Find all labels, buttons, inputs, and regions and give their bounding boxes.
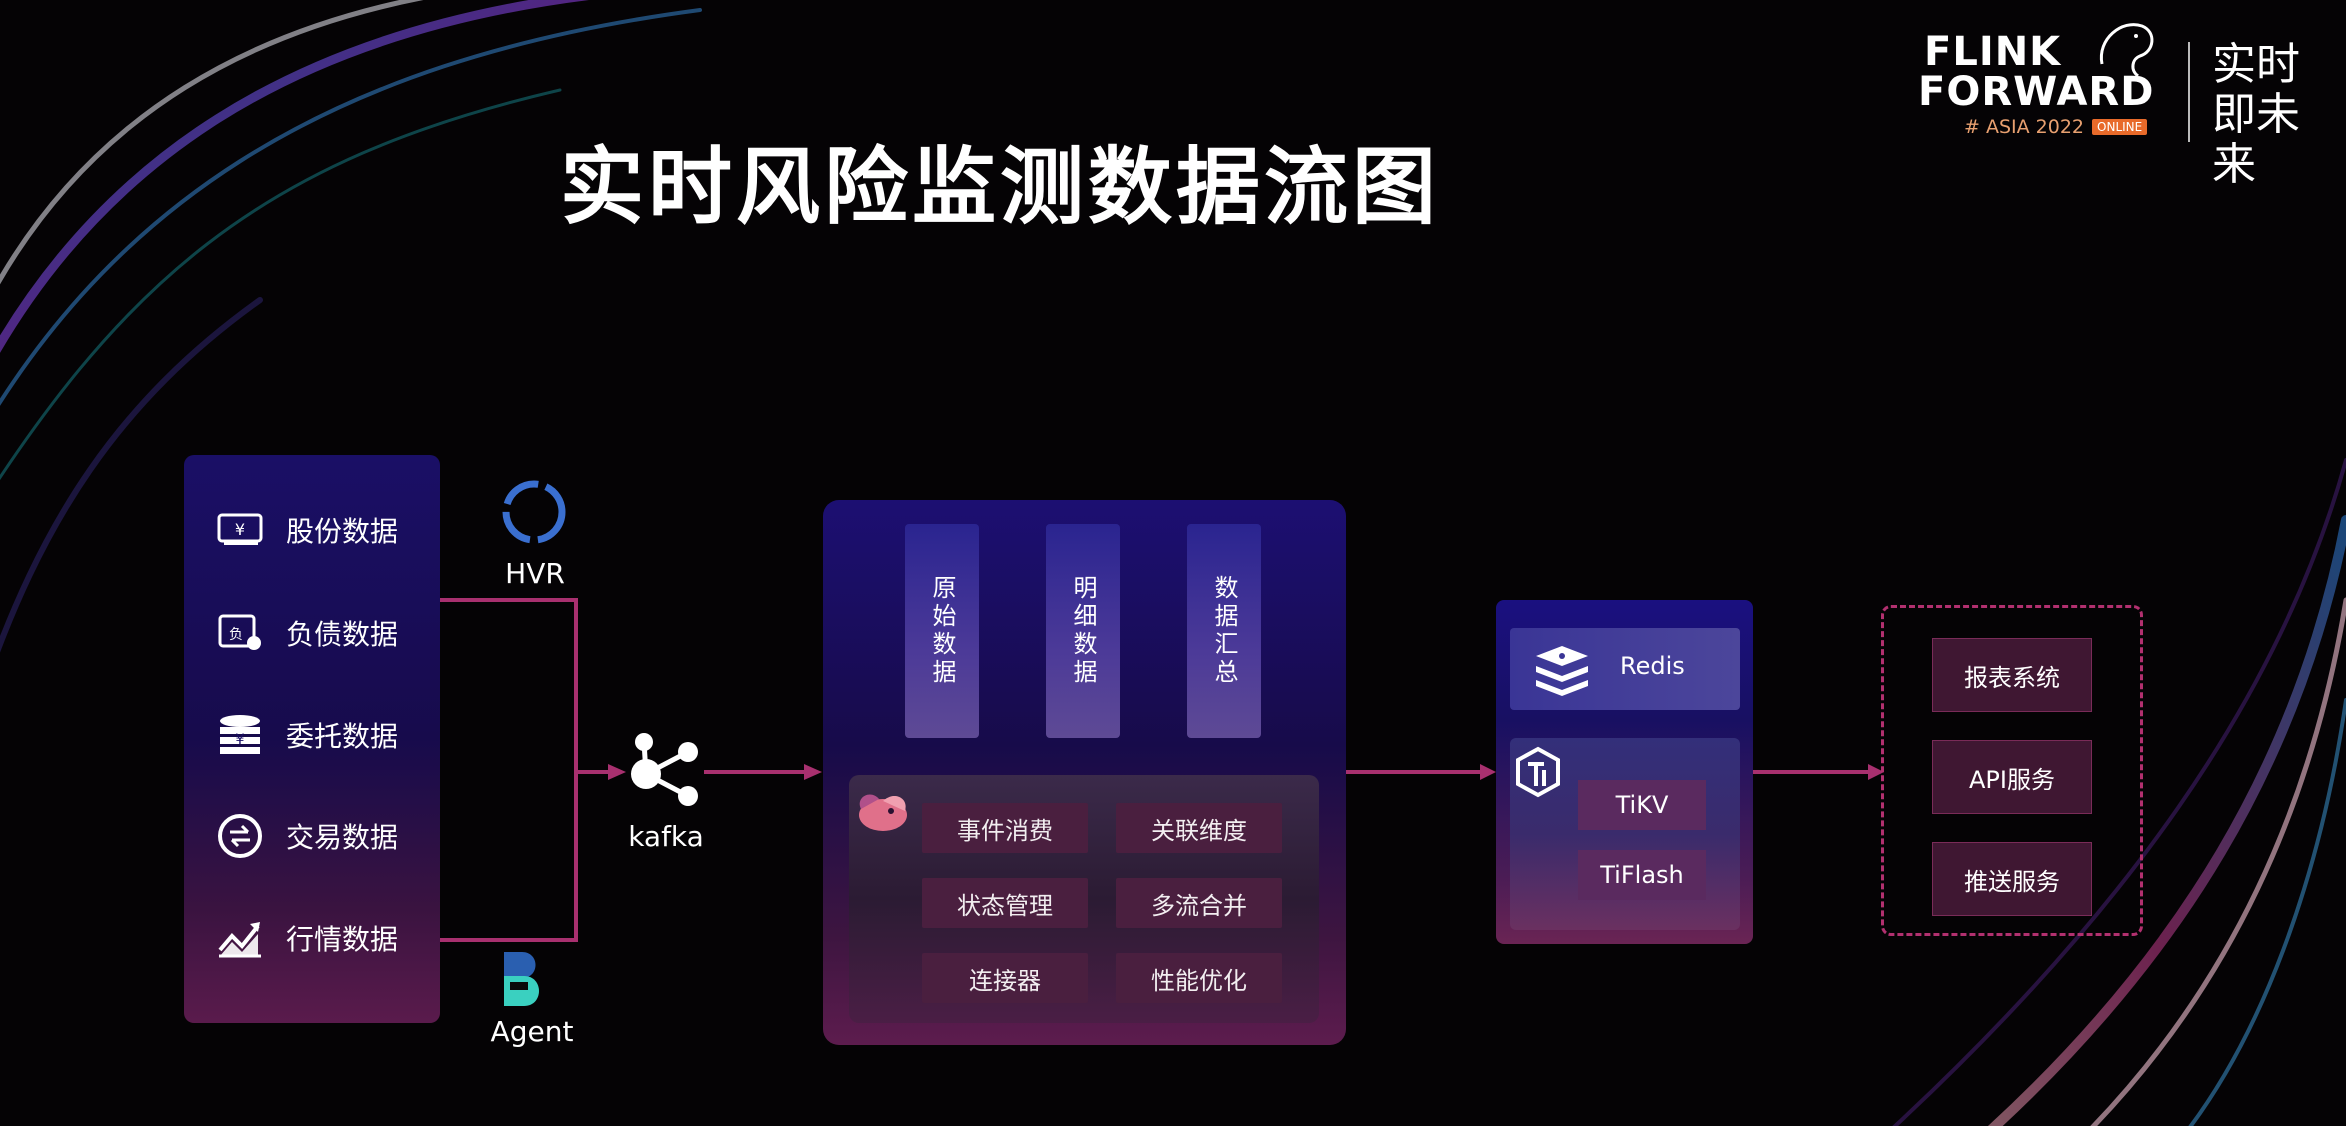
flink-capabilities-panel: 事件消费 关联维度 状态管理 多流合并 连接器 性能优化 xyxy=(849,775,1319,1023)
capability-tag: 关联维度 xyxy=(1116,803,1282,853)
source-item-debt: 负 负债数据 xyxy=(214,608,398,658)
kafka-label: kafka xyxy=(628,820,704,853)
online-badge: ONLINE xyxy=(2092,119,2148,135)
redis-icon xyxy=(1536,646,1588,696)
event-logo: FLINK FORWARD # ASIA 2022 ONLINE xyxy=(1918,32,2154,138)
logo-divider xyxy=(2188,42,2190,142)
logo-event-line: # ASIA 2022 ONLINE xyxy=(1918,116,2154,138)
svg-text:¥: ¥ xyxy=(236,732,245,748)
tidb-box: TiKV TiFlash xyxy=(1510,738,1740,930)
flink-processing-panel: 原始数据 明细数据 数据汇总 事件消费 关联维度 状态管理 多流合并 连接器 性… xyxy=(823,500,1346,1045)
source-label: 交易数据 xyxy=(286,821,399,854)
capability-tag: 状态管理 xyxy=(922,878,1088,928)
debt-document-icon: 负 xyxy=(214,611,266,655)
output-report-system: 报表系统 xyxy=(1932,638,2092,712)
tidb-icon xyxy=(1516,746,1560,798)
output-push-service: 推送服务 xyxy=(1932,842,2092,916)
hvr-label: HVR xyxy=(505,557,565,590)
yen-card-icon: ¥ xyxy=(214,508,266,552)
logo-event: # ASIA 2022 xyxy=(1964,116,2085,138)
stage-label: 明细数据 xyxy=(1069,575,1097,687)
tiflash-tag: TiFlash xyxy=(1578,850,1706,900)
source-item-trades: 交易数据 xyxy=(214,811,398,861)
page-title: 实时风险监测数据流图 xyxy=(0,120,2346,241)
capability-tag: 事件消费 xyxy=(922,803,1088,853)
hvr-logo-icon xyxy=(502,480,566,544)
source-label: 股份数据 xyxy=(286,515,399,548)
logo-line2: FORWARD xyxy=(1918,69,2155,115)
source-item-orders: ¥ 委托数据 xyxy=(214,710,398,760)
source-item-market: 行情数据 xyxy=(214,913,398,963)
output-api-service: API服务 xyxy=(1932,740,2092,814)
capability-tag: 多流合并 xyxy=(1116,878,1282,928)
tikv-tag: TiKV xyxy=(1578,780,1706,830)
coin-stack-icon: ¥ xyxy=(214,713,266,757)
agent-logo-icon xyxy=(504,952,539,1006)
page-title-text: 实时风险监测数据流图 xyxy=(559,138,1440,236)
storage-panel: Redis TiKV TiFlash xyxy=(1496,600,1753,944)
stage-raw-data: 原始数据 xyxy=(905,524,979,738)
exchange-icon xyxy=(214,814,266,858)
source-item-shares: ¥ 股份数据 xyxy=(214,505,398,555)
outputs-panel: 报表系统 API服务 推送服务 xyxy=(1881,605,2143,936)
data-sources-panel: ¥ 股份数据 负 负债数据 ¥ 委托数据 交易数据 行情数据 xyxy=(184,455,440,1023)
redis-label: Redis xyxy=(1620,652,1685,680)
svg-text:负: 负 xyxy=(229,627,243,643)
capability-tag: 性能优化 xyxy=(1116,953,1282,1003)
trend-chart-icon xyxy=(214,916,266,960)
agent-label: Agent xyxy=(490,1015,574,1048)
logo-line1: FLINK xyxy=(1924,29,2062,75)
flink-squirrel-icon xyxy=(859,794,907,831)
source-label: 负债数据 xyxy=(286,618,399,651)
stage-label: 数据汇总 xyxy=(1210,575,1238,687)
squirrel-logo-icon xyxy=(2099,23,2154,78)
stage-detail-data: 明细数据 xyxy=(1046,524,1120,738)
logo-slogan: 实时即未来 xyxy=(2212,39,2300,190)
capability-tag: 连接器 xyxy=(922,953,1088,1003)
stage-label: 原始数据 xyxy=(928,575,956,687)
source-label: 行情数据 xyxy=(286,923,399,956)
stage-summary-data: 数据汇总 xyxy=(1187,524,1261,738)
source-label: 委托数据 xyxy=(286,720,399,753)
redis-box: Redis xyxy=(1510,628,1740,710)
kafka-icon xyxy=(631,733,698,806)
svg-text:¥: ¥ xyxy=(235,520,245,539)
